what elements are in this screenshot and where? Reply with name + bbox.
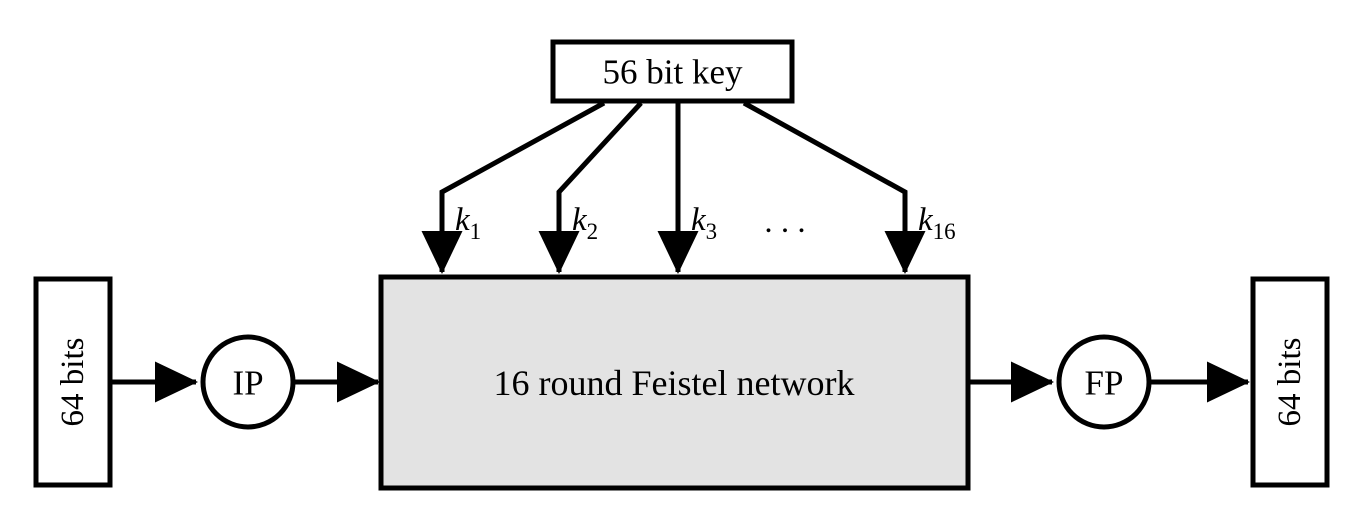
round-key-line-16 (742, 100, 926, 275)
round-key-sub-2: 2 (587, 219, 599, 244)
round-key-line-2 (538, 101, 643, 275)
feistel-network-label: 16 round Feistel network (494, 363, 855, 403)
round-key-label-16: k16 (918, 202, 956, 244)
round-key-base-16: k (918, 202, 934, 238)
round-key-ellipsis: . . . (764, 204, 805, 240)
round-key-label-1: k1 (455, 202, 481, 244)
round-key-sub-16: 16 (933, 219, 956, 244)
key-box-label: 56 bit key (603, 53, 743, 92)
initial-permutation-label: IP (232, 364, 263, 403)
key-box (550, 39, 795, 104)
round-key-sub-1: 1 (470, 219, 482, 244)
round-key-base-3: k (691, 202, 707, 238)
round-key-base-2: k (572, 202, 588, 238)
input-block-label: 64 bits (55, 338, 91, 427)
output-block-box (1250, 276, 1330, 488)
round-key-label-3: k3 (691, 202, 717, 244)
input-block-box (33, 276, 113, 488)
round-key-line-1 (421, 100, 606, 275)
round-key-base-1: k (455, 202, 471, 238)
final-permutation-label: FP (1085, 364, 1124, 403)
round-key-label-2: k2 (572, 202, 598, 244)
round-key-sub-3: 3 (706, 219, 718, 244)
output-block-label: 64 bits (1272, 338, 1308, 427)
